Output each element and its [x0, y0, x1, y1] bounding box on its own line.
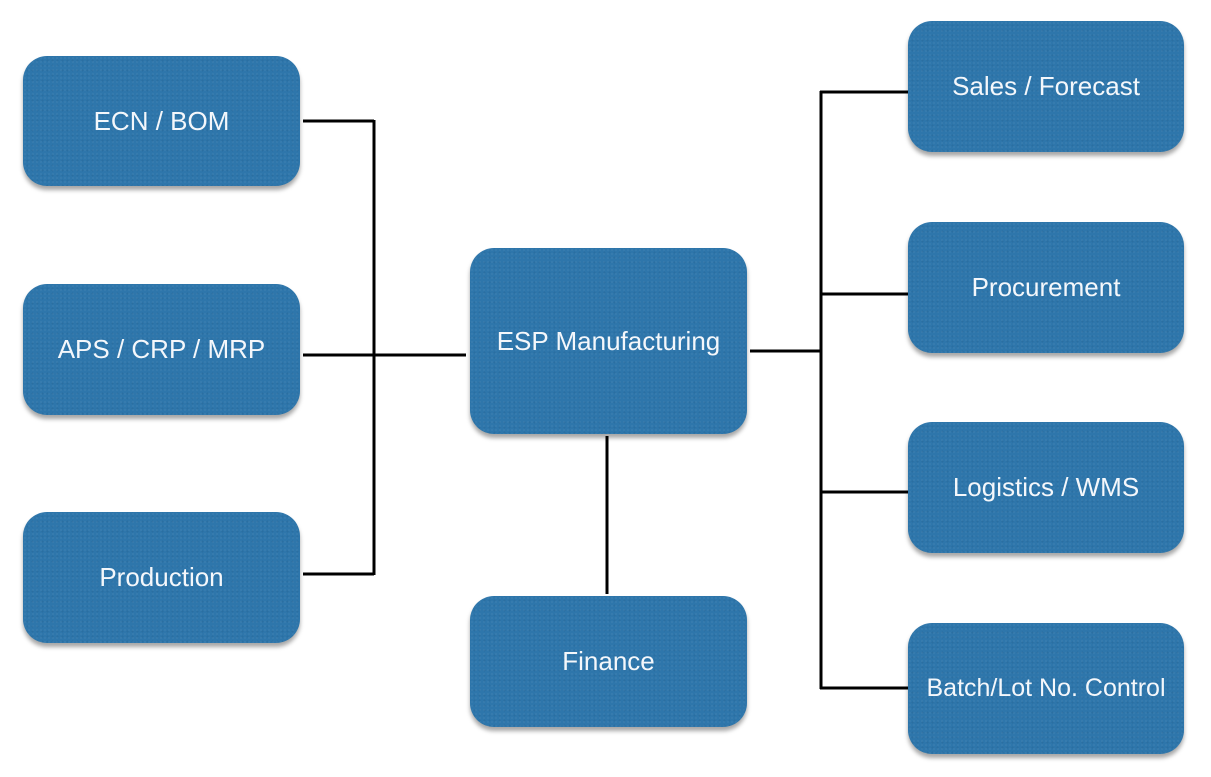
node-ecn-bom: ECN / BOM [23, 56, 300, 186]
node-aps-crp-mrp: APS / CRP / MRP [23, 284, 300, 415]
node-production: Production [23, 512, 300, 643]
node-label: Production [99, 562, 224, 592]
node-procurement: Procurement [908, 222, 1184, 353]
node-esp-manufacturing: ESP Manufacturing [470, 248, 747, 434]
node-label: ESP Manufacturing [496, 325, 721, 356]
node-label: Finance [562, 646, 655, 676]
node-label: Logistics / WMS [952, 472, 1140, 502]
node-label: Batch/Lot No. Control [926, 674, 1166, 702]
node-logistics-wms: Logistics / WMS [908, 422, 1184, 553]
node-label: Sales / Forecast [952, 71, 1140, 101]
node-label: ECN / BOM [93, 105, 230, 136]
node-batch-lot-control: Batch/Lot No. Control [908, 623, 1184, 754]
node-sales-forecast: Sales / Forecast [908, 21, 1184, 152]
node-label: Procurement [971, 272, 1121, 302]
node-finance: Finance [470, 596, 747, 727]
node-label: APS / CRP / MRP [57, 334, 266, 364]
